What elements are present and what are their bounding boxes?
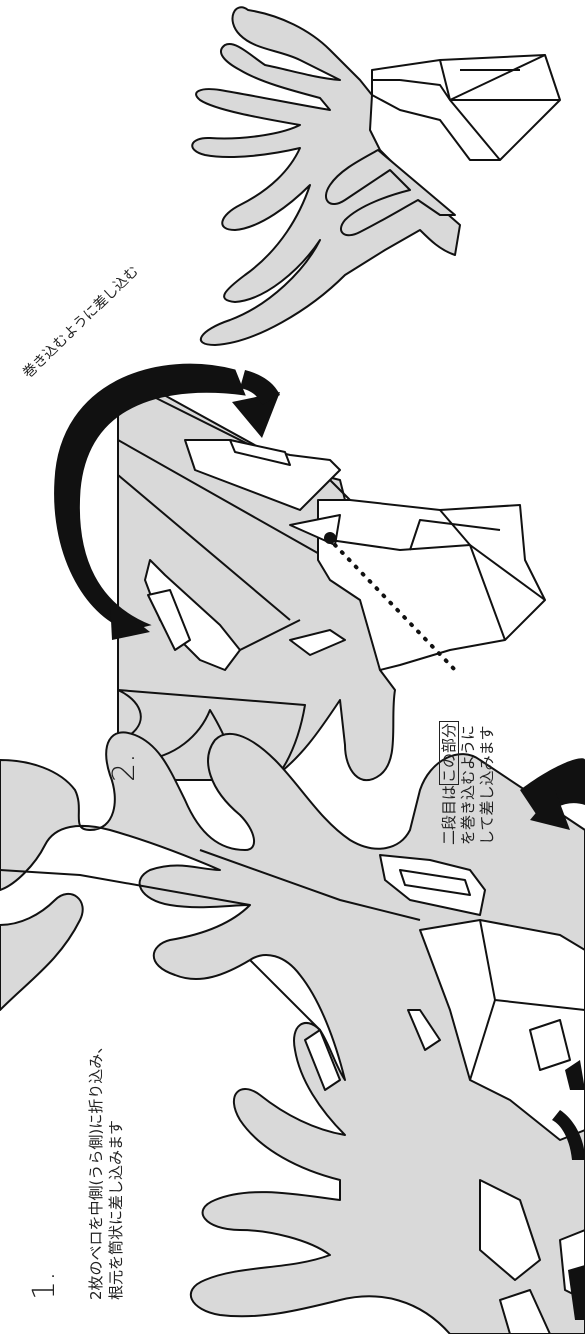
step2-note-line1-a: 二段目は: [440, 784, 458, 845]
step2-note-line1: 二段目はこの部分: [439, 720, 459, 845]
step2-note-line3: して差し込みます: [478, 725, 496, 845]
wrap-arrow: [54, 363, 280, 640]
finished-antler: [191, 6, 461, 346]
step1-instruction-line1: 2枚のベロを中側(うら側)に折り込み、: [87, 1038, 105, 1300]
finished-box: [371, 54, 561, 161]
step2-note-line2: を巻き込むように: [459, 724, 477, 845]
step1-lines: [0, 849, 421, 1031]
highlighted-part-label: この部分: [439, 720, 459, 785]
step1-box: [304, 854, 585, 1334]
step1-arrows: [520, 758, 585, 1320]
step2-number: 2.: [107, 753, 142, 782]
leader-dotted-line: [324, 532, 457, 672]
step1-number: 1.: [27, 1271, 62, 1300]
step2-box: [144, 439, 546, 671]
step1-instruction-line2: 根元を筒状に差し込みます: [107, 1119, 125, 1300]
